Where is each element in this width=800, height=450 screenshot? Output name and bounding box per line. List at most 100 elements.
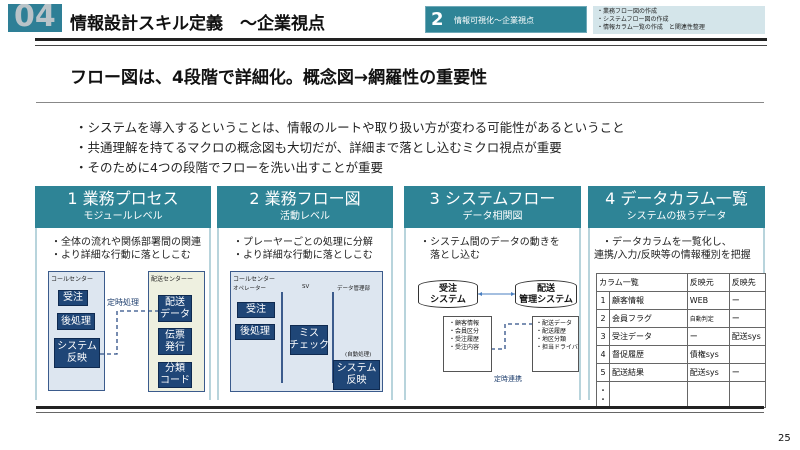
- table-cell: 会員フラグ: [609, 309, 688, 328]
- page-number: 25: [778, 433, 791, 444]
- group-label: 配送センターー: [151, 276, 194, 283]
- text-line: ・プレーヤーごとの処理に分解: [233, 237, 373, 248]
- table-cell: 4: [596, 345, 610, 364]
- table-cell: 配送sys: [686, 363, 730, 382]
- table-cell: 配送sys: [728, 327, 767, 346]
- table-cell: ー: [728, 309, 767, 328]
- table-cell: 受注データ: [609, 327, 688, 346]
- table-cell: [728, 381, 767, 408]
- headline: フロー図は、4段階で詳細化。概念図→網羅性の重要性: [70, 68, 488, 88]
- header-cell: カラム一覧: [596, 273, 688, 292]
- note-item: ・業務フロー図の作成: [597, 8, 658, 15]
- divider: [36, 406, 764, 409]
- panel-subtitle: モジュールレベル: [83, 211, 163, 222]
- doc-item: ・受注履歴: [449, 336, 480, 343]
- table-cell: 督促履歴: [609, 345, 688, 364]
- data-document: ・顧客情報・会員区分・受注履歴・受注内容: [443, 316, 492, 372]
- doc-item: ・地区分類: [536, 336, 567, 343]
- panel-subtitle: 活動レベル: [280, 211, 330, 222]
- header-cell: 反映先: [728, 273, 767, 292]
- process-box: システム 反映: [333, 360, 380, 390]
- page-title: 情報設計スキル定義 ～企業視点: [70, 14, 325, 34]
- table-cell: 2: [596, 309, 610, 328]
- panel-header: 1 業務プロセスモジュールレベル: [35, 186, 211, 228]
- note-item: ・システムフロー図の作成: [597, 16, 669, 23]
- text-line: ・全体の流れや関係部署間の関連: [51, 237, 201, 248]
- section-title: 情報可視化～企業視点: [454, 16, 534, 25]
- table-cell: 1: [596, 291, 610, 310]
- table-cell: 顧客情報: [609, 291, 688, 310]
- panel-title: 1 業務プロセス: [67, 189, 179, 208]
- panel-subtitle: データ相関図: [462, 211, 523, 222]
- section-label: 2 情報可視化～企業視点: [425, 6, 587, 33]
- panel-header: 4 データカラム一覧システムの扱うデータ: [588, 186, 765, 228]
- doc-item: ・会員区分: [449, 328, 480, 335]
- panel-subtitle: システムの扱うデータ: [626, 211, 727, 222]
- header-cell: 反映元: [686, 273, 730, 292]
- panel-text: ・データカラムを一覧化し、連携/入力/反映等の情報種別を把握: [594, 236, 751, 262]
- table-header-row: カラム一覧反映元反映先: [596, 273, 767, 292]
- table-cell: [686, 381, 730, 408]
- table-cell: 5: [596, 363, 610, 382]
- doc-item: ・顧客情報: [449, 320, 480, 327]
- table-cell: ・ ・: [596, 381, 610, 408]
- panel-header: 2 業務フロー図活動レベル: [217, 186, 393, 228]
- database-delivery-system: 配送 管理システム: [515, 280, 577, 308]
- panel-text: ・プレーヤーごとの処理に分解・より詳細な行動に落としこむ: [233, 236, 373, 262]
- doc-item: ・配送履歴: [536, 328, 567, 335]
- group-label: コールセンター: [233, 276, 276, 283]
- table-cell: 3: [596, 327, 610, 346]
- data-document: ・配送データ・配送履歴・地区分類・担当ドライバ: [532, 316, 579, 372]
- lane-divider: [332, 292, 334, 383]
- divider: [36, 102, 764, 103]
- process-box: 伝票 発行: [158, 328, 192, 355]
- database-order-system: 受注 システム: [418, 280, 478, 308]
- text-line: ・システム間のデータの動きを: [420, 237, 560, 248]
- text-line: ・より詳細な行動に落としこむ: [233, 250, 373, 261]
- bullet: ・そのために4つの段階でフローを洗い出すことが重要: [75, 160, 383, 175]
- link-label: 定時連携: [494, 375, 522, 383]
- lane-label: SV: [302, 284, 310, 290]
- process-box: 受注: [58, 290, 88, 306]
- panel-title: 2 業務フロー図: [249, 189, 361, 208]
- panel-title: 3 システムフロー: [429, 189, 556, 208]
- section-number: 2: [431, 9, 444, 30]
- note-item: ・情報カラム一覧の作成 と関連性整理: [597, 24, 705, 31]
- section-number-badge: 04: [8, 4, 62, 32]
- text-line: 落とし込む: [420, 250, 480, 261]
- process-box: 後処理: [235, 324, 275, 340]
- bullet: ・共通理解を持てるマクロの概念図も大切だが、詳細まで落とし込むミクロ視点が重要: [75, 140, 562, 155]
- process-box: 後処理: [57, 313, 95, 330]
- divider: [35, 45, 767, 46]
- text-line: 連携/入力/反映等の情報種別を把握: [594, 250, 751, 261]
- process-box: 受注: [237, 302, 275, 318]
- table-cell: 自動判定: [686, 309, 730, 328]
- table-cell: WEB: [686, 291, 730, 310]
- doc-item: ・配送データ: [536, 320, 573, 327]
- auto-label: (自動処理): [345, 352, 372, 358]
- table-cell: 債権sys: [686, 345, 730, 364]
- delivery-center-group: 配送センターー: [148, 271, 205, 392]
- section-notes: ・業務フロー図の作成 ・システムフロー図の作成 ・情報カラム一覧の作成 と関連性…: [593, 6, 765, 34]
- link-label: 定時処理: [107, 298, 139, 307]
- lane-divider: [281, 292, 283, 383]
- divider: [35, 38, 767, 41]
- text-line: ・データカラムを一覧化し、: [602, 237, 732, 248]
- panel-system-flow: 3 システムフローデータ相関図 ・システム間のデータの動きを 落とし込む: [404, 186, 581, 400]
- panel-text: ・全体の流れや関係部署間の関連・より詳細な行動に落としこむ: [51, 236, 201, 262]
- bullet: ・システムを導入するということは、情報のルートや取り扱い方が変わる可能性があると…: [75, 120, 625, 135]
- process-box: システム 反映: [54, 338, 100, 368]
- panel-text: ・システム間のデータの動きを 落とし込む: [420, 236, 560, 262]
- table-cell: ー: [728, 363, 767, 382]
- table-row: ・ ・: [596, 381, 767, 408]
- table-cell: 配送結果: [609, 363, 688, 382]
- lane-label: オペレーター: [233, 286, 267, 292]
- table-cell: [728, 345, 767, 364]
- table-cell: ー: [728, 291, 767, 310]
- panel-header: 3 システムフローデータ相関図: [404, 186, 581, 228]
- divider: [36, 412, 764, 413]
